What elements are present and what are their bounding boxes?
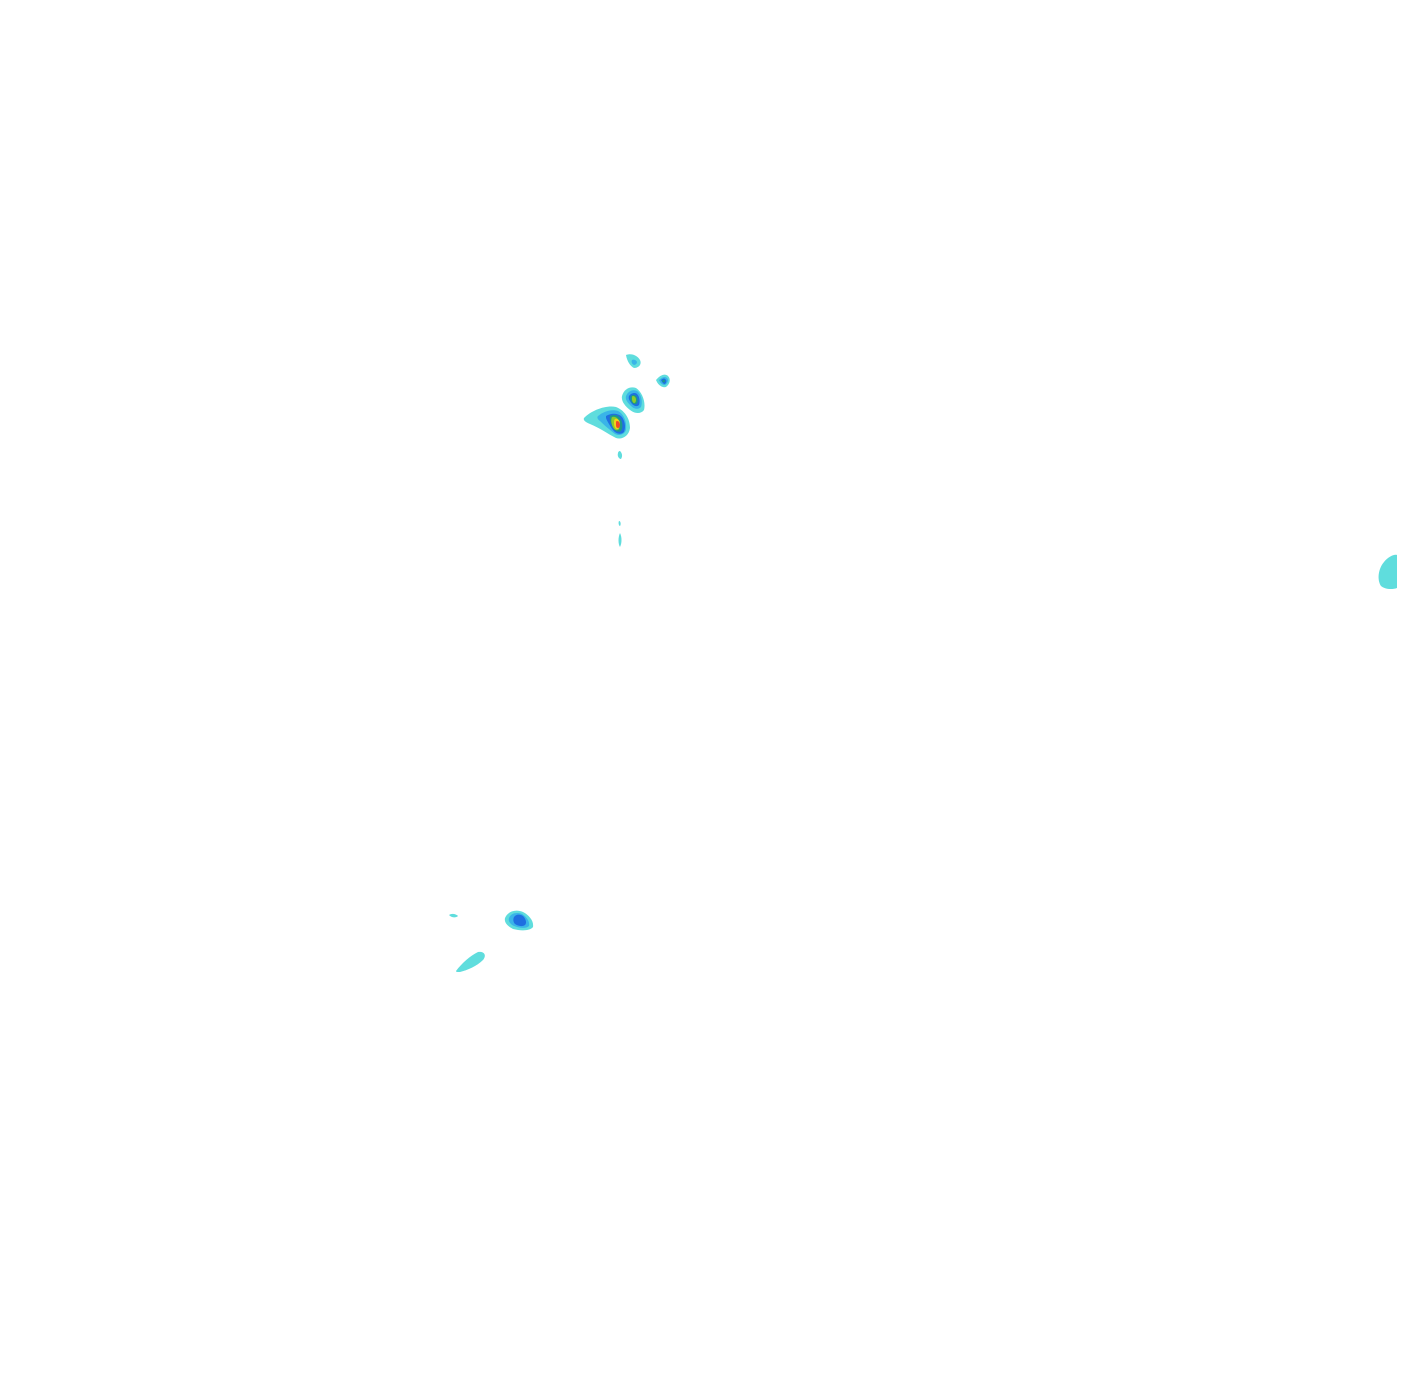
precip-cell-east-edge [1378, 554, 1397, 590]
contour-level-2 [631, 359, 637, 365]
contour-level-4 [662, 379, 665, 383]
precip-cell-northern-east [656, 374, 670, 388]
precip-cell-southwest-main [504, 910, 534, 931]
precip-speck-southwest [449, 913, 458, 918]
precip-speck-1 [617, 451, 623, 459]
precip-speck-2 [618, 521, 621, 526]
precip-cell-southwest-streak [456, 951, 485, 972]
precip-speck-3 [618, 533, 622, 547]
contour-level-5 [632, 396, 636, 403]
precip-cell-northern-mid [621, 387, 645, 413]
contour-level-7 [616, 421, 620, 428]
contour-level-3 [513, 914, 527, 927]
precip-cell-northern-top [626, 354, 641, 368]
precip-cell-northern-main [583, 406, 630, 439]
